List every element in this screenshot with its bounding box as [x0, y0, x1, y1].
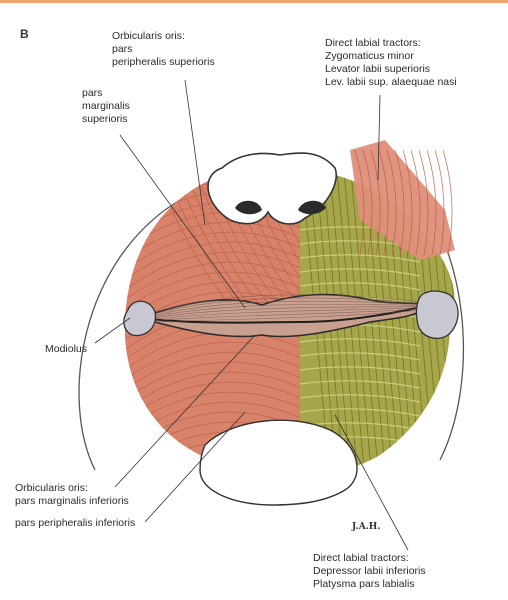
fan-fiber — [418, 149, 429, 256]
lip-fiber — [149, 303, 421, 318]
olive-crossband — [300, 394, 421, 403]
fan-fiber — [410, 149, 421, 256]
leader-direct-lower — [334, 414, 409, 551]
olive-crossband — [300, 380, 421, 389]
fan-fiber — [354, 149, 365, 256]
olive-fiber — [461, 150, 491, 480]
artist-signature: J.A.H. — [352, 522, 381, 532]
modiolus-left — [123, 300, 157, 337]
label-modiolus: Modiolus — [45, 343, 88, 355]
leader-lines — [94, 79, 409, 551]
lip-fiber — [149, 308, 421, 322]
fan-fiber — [362, 149, 373, 256]
chin-outline — [199, 419, 358, 506]
lip-fiber — [149, 294, 421, 315]
olive-crossband — [300, 408, 421, 417]
olive-fiber — [475, 150, 505, 480]
olive-crossband — [300, 352, 421, 361]
fan-fiber — [378, 149, 389, 256]
leader-peripheralis-inferior — [144, 411, 246, 523]
leader-modiolus — [94, 317, 131, 344]
label-pars-marginalis-superioris: pars marginalis superioris — [82, 87, 130, 125]
lips — [137, 293, 432, 338]
lip-fiber — [149, 309, 421, 323]
olive-crossband — [300, 282, 421, 291]
lip-fiber — [149, 307, 421, 321]
label-pars-peripheralis-inferioris: pars peripheralis inferioris — [15, 517, 136, 529]
leader-marginalis-superior — [119, 134, 246, 309]
lip-fiber — [149, 300, 421, 317]
lip-fiber — [149, 297, 421, 316]
right-nostril — [298, 200, 326, 215]
fan-fiber — [394, 149, 405, 256]
fan-fiber — [386, 149, 397, 256]
leader-orbicularis-inferior — [114, 334, 256, 488]
label-direct-labial-tractors-lower: Direct labial tractors: Depressor labii … — [313, 552, 426, 590]
leader-direct-upper — [377, 94, 381, 181]
top-rule — [0, 0, 508, 3]
modiolus-right — [415, 290, 459, 339]
olive-crossband — [300, 366, 421, 375]
label-orbicularis-oris-inferior: Orbicularis oris: pars marginalis inferi… — [15, 482, 129, 507]
fan-fiber — [370, 149, 381, 256]
label-orbicularis-oris-superior: Orbicularis oris: pars peripheralis supe… — [112, 30, 215, 68]
lip-fiber — [149, 306, 421, 319]
left-nostril — [235, 200, 262, 215]
panel-letter: B — [20, 27, 29, 41]
leader-orbicularis-superior — [184, 79, 206, 226]
fan-fiber — [442, 149, 453, 256]
olive-crossband — [300, 338, 421, 347]
fan-fiber — [434, 149, 445, 256]
fan-fiber — [402, 149, 413, 256]
olive-crossband — [300, 268, 421, 277]
olive-fiber — [468, 150, 498, 480]
fan-fiber — [426, 149, 437, 256]
label-direct-labial-tractors-upper: Direct labial tractors: Zygomaticus mino… — [325, 37, 457, 88]
